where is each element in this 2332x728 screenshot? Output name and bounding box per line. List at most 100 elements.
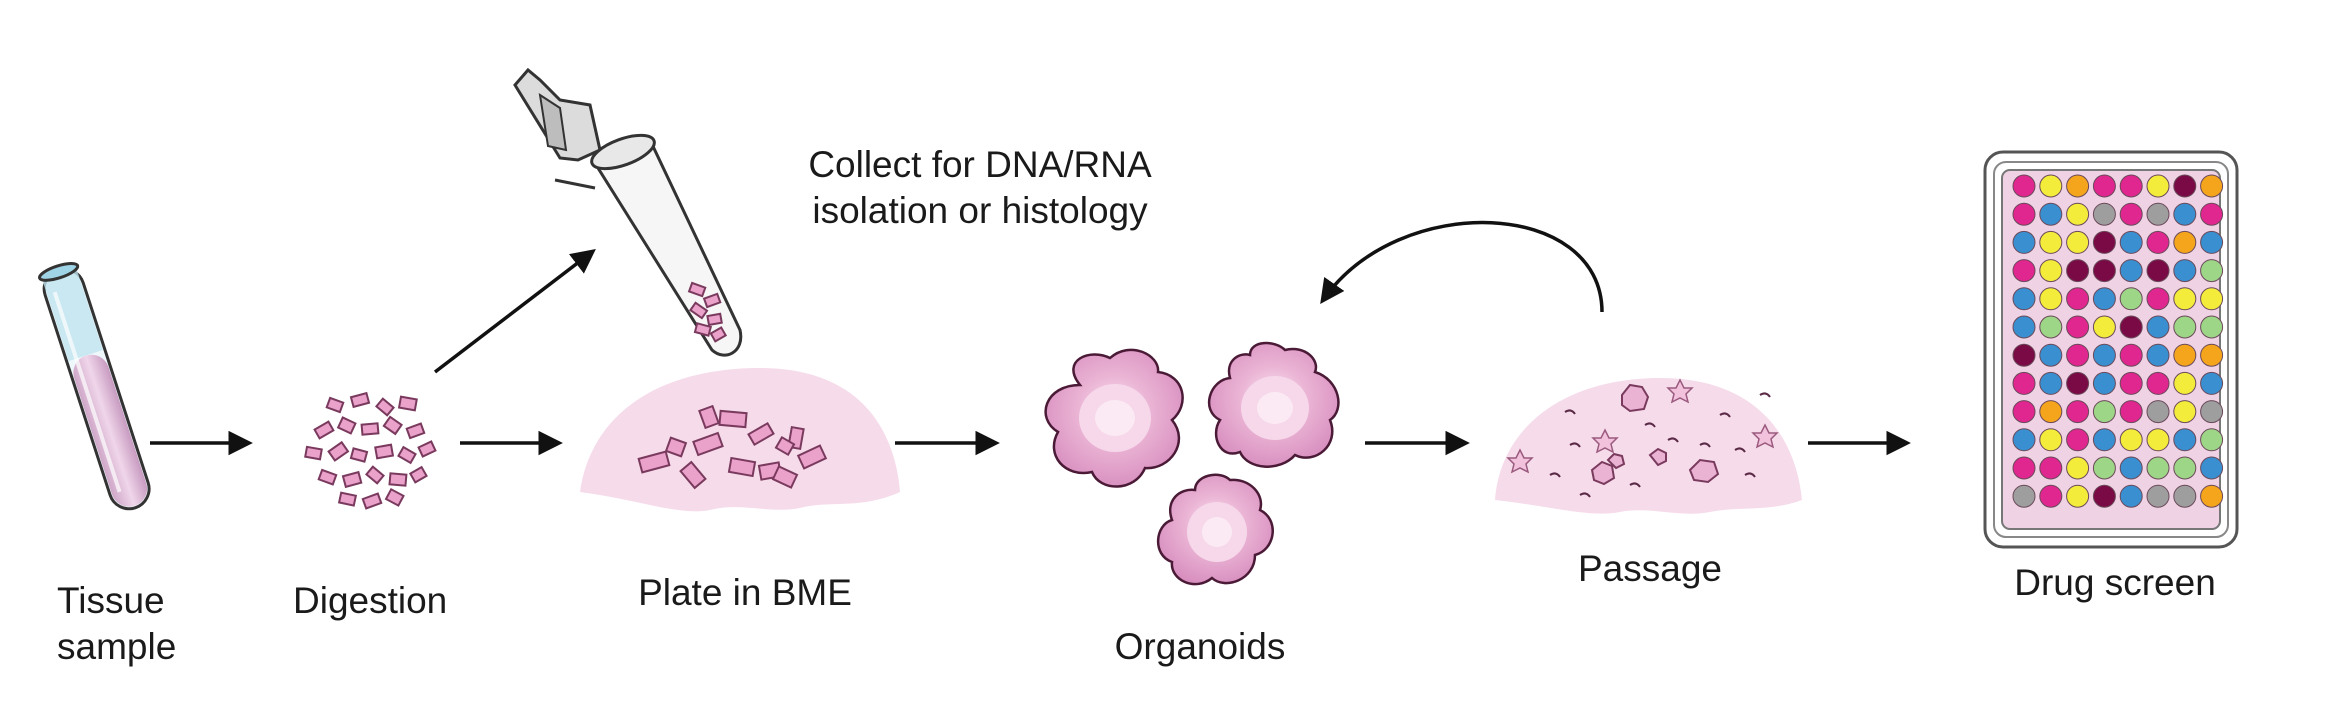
- well-magenta: [2119, 400, 2143, 424]
- label-digestion: Digestion: [293, 580, 448, 621]
- well-gray: [2200, 400, 2224, 424]
- well-yellow: [2039, 174, 2063, 198]
- well-yellow: [2039, 259, 2063, 283]
- well-magenta: [2012, 371, 2036, 395]
- well-orange: [2200, 484, 2224, 508]
- well-magenta: [2012, 202, 2036, 226]
- well-gray: [2092, 202, 2116, 226]
- well-yellow: [2146, 174, 2170, 198]
- well-blue: [2173, 202, 2197, 226]
- well-blue: [2012, 287, 2036, 311]
- label-tissue-sample: Tissue sample: [57, 580, 177, 667]
- well-magenta: [2146, 230, 2170, 254]
- label-passage: Passage: [1578, 548, 1722, 589]
- digested-fragments: [304, 391, 437, 510]
- well-gray: [2173, 484, 2197, 508]
- well-yellow: [2173, 287, 2197, 311]
- well-gray: [2012, 484, 2036, 508]
- well-green: [2092, 456, 2116, 480]
- well-blue: [2200, 456, 2224, 480]
- well-blue: [2012, 230, 2036, 254]
- well-magenta: [2119, 202, 2143, 226]
- well-orange: [2066, 174, 2090, 198]
- well-yellow: [2173, 371, 2197, 395]
- well-orange: [2200, 174, 2224, 198]
- well-magenta: [2119, 371, 2143, 395]
- well-orange: [2173, 343, 2197, 367]
- well-green: [2173, 456, 2197, 480]
- passage-loop-arrow: [1320, 220, 1604, 313]
- well-maroon: [2092, 230, 2116, 254]
- well-blue: [2200, 230, 2224, 254]
- well-maroon: [2066, 259, 2090, 283]
- label-drug-screen: Drug screen: [2014, 562, 2216, 603]
- well-magenta: [2092, 174, 2116, 198]
- well-yellow: [2039, 428, 2063, 452]
- well-magenta: [2146, 371, 2170, 395]
- eppendorf-tube-icon: [513, 67, 743, 357]
- well-magenta: [2012, 400, 2036, 424]
- well-magenta: [2066, 428, 2090, 452]
- well-blue: [2173, 259, 2197, 283]
- organoid-cluster: [1044, 341, 1340, 586]
- well-plate-icon: [1983, 150, 2239, 549]
- well-green: [2039, 315, 2063, 339]
- well-magenta: [2066, 343, 2090, 367]
- well-green: [2200, 315, 2224, 339]
- well-blue: [2200, 371, 2224, 395]
- well-magenta: [2012, 174, 2036, 198]
- well-orange: [2173, 230, 2197, 254]
- well-yellow: [2039, 230, 2063, 254]
- well-magenta: [2012, 456, 2036, 480]
- well-blue: [2012, 428, 2036, 452]
- well-orange: [2039, 400, 2063, 424]
- well-maroon: [2066, 371, 2090, 395]
- well-yellow: [2066, 230, 2090, 254]
- well-magenta: [2119, 174, 2143, 198]
- well-blue: [2119, 484, 2143, 508]
- well-yellow: [2039, 287, 2063, 311]
- well-green: [2200, 259, 2224, 283]
- well-gray: [2146, 202, 2170, 226]
- well-blue: [2092, 371, 2116, 395]
- collect-note: Collect for DNA/RNA isolation or histolo…: [808, 144, 1152, 231]
- passage-dome: [1495, 377, 1802, 514]
- well-magenta: [2066, 315, 2090, 339]
- well-green: [2092, 400, 2116, 424]
- collect-arrow: [433, 249, 596, 374]
- well-yellow: [2066, 484, 2090, 508]
- bme-dome-plate: [580, 367, 900, 512]
- well-yellow: [2173, 400, 2197, 424]
- well-blue: [2092, 287, 2116, 311]
- well-blue: [2039, 202, 2063, 226]
- well-magenta: [2039, 484, 2063, 508]
- well-green: [2119, 287, 2143, 311]
- well-blue: [2146, 343, 2170, 367]
- well-magenta: [2039, 456, 2063, 480]
- well-magenta: [2119, 343, 2143, 367]
- well-maroon: [2173, 174, 2197, 198]
- plate-wells: [2012, 174, 2224, 508]
- well-maroon: [2119, 315, 2143, 339]
- well-yellow: [2066, 456, 2090, 480]
- well-gray: [2146, 484, 2170, 508]
- well-magenta: [2200, 202, 2224, 226]
- well-blue: [2012, 315, 2036, 339]
- well-orange: [2200, 343, 2224, 367]
- well-green: [2200, 428, 2224, 452]
- well-yellow: [2200, 287, 2224, 311]
- well-maroon: [2092, 259, 2116, 283]
- well-gray: [2146, 400, 2170, 424]
- well-blue: [2092, 343, 2116, 367]
- well-yellow: [2119, 428, 2143, 452]
- well-magenta: [2066, 287, 2090, 311]
- well-maroon: [2146, 259, 2170, 283]
- well-yellow: [2092, 315, 2116, 339]
- well-blue: [2119, 259, 2143, 283]
- well-green: [2173, 315, 2197, 339]
- well-blue: [2039, 371, 2063, 395]
- well-blue: [2119, 230, 2143, 254]
- well-blue: [2039, 343, 2063, 367]
- well-blue: [2146, 315, 2170, 339]
- well-blue: [2173, 428, 2197, 452]
